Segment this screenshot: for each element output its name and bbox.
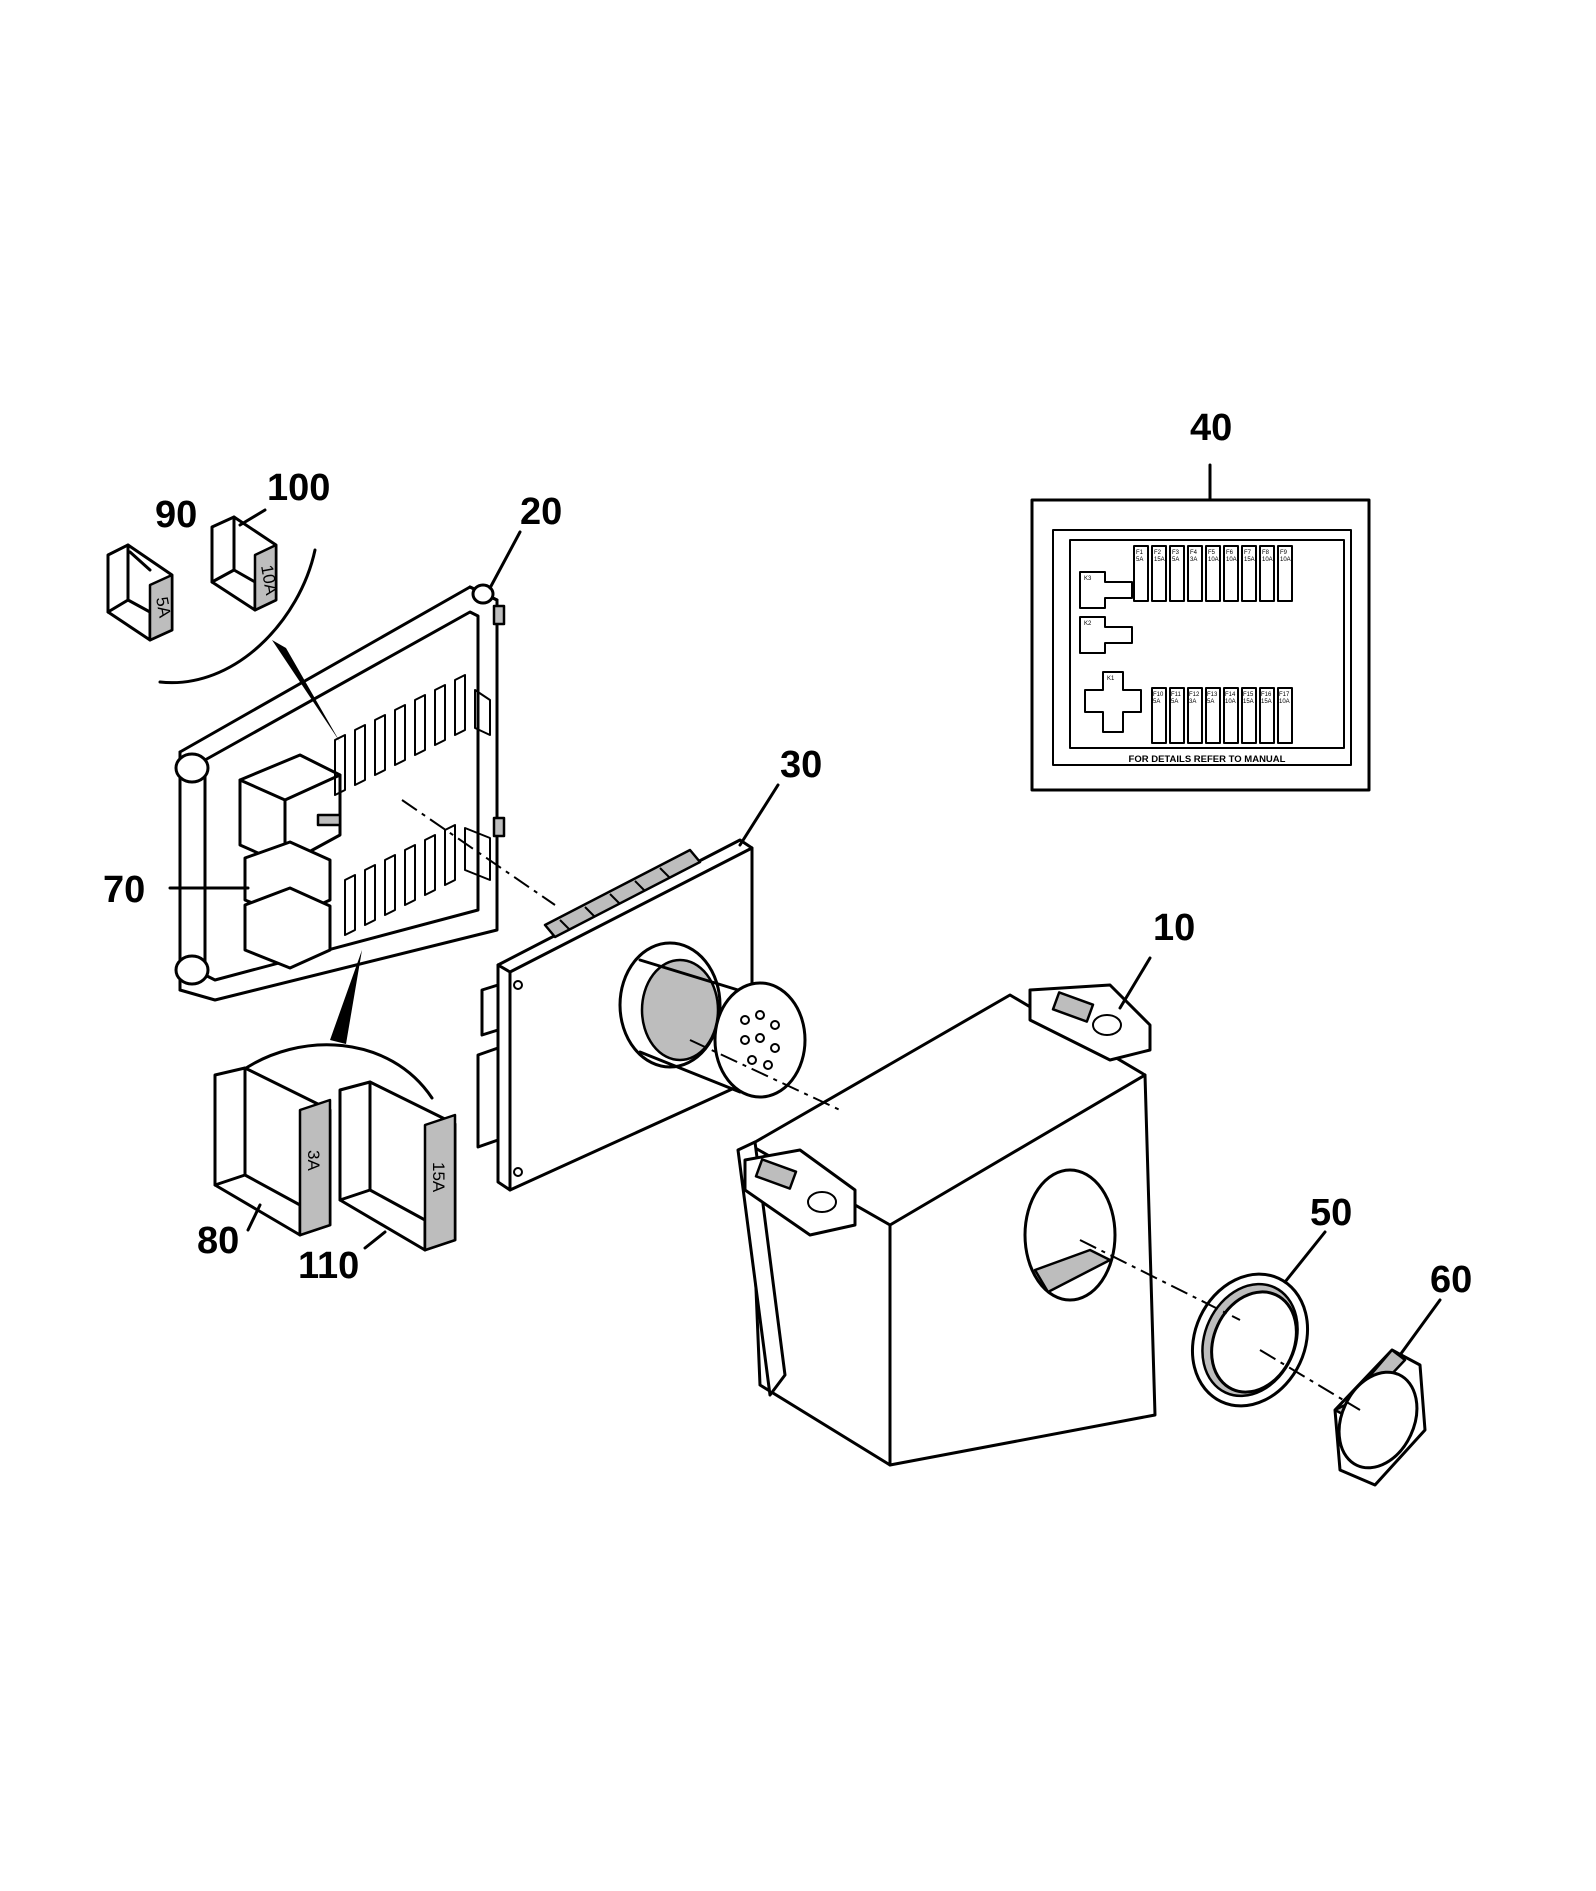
callout-90: 90	[155, 494, 197, 536]
decal-fuse-f7-rating: 15A	[1244, 557, 1255, 563]
seal-ring	[1190, 1272, 1310, 1408]
decal-fuse-f4-rating: 3A	[1190, 557, 1197, 563]
hex-nut	[1333, 1348, 1427, 1487]
assembly-centerline	[401, 799, 1361, 1411]
decal-fuse-f12: F12	[1189, 692, 1200, 698]
decal-label: F1 F2 F3 F4 F5 F6 F7 F8 F9 5A 15A 5A 3A …	[1030, 498, 1371, 792]
decal-fuse-f1-rating: 5A	[1136, 557, 1143, 563]
callout-10: 10	[1153, 907, 1195, 949]
enclosure-box	[736, 983, 1157, 1467]
decal-fuse-f16-rating: 15A	[1261, 699, 1272, 705]
decal-fuse-f5: F5	[1208, 550, 1216, 556]
callout-80: 80	[197, 1220, 239, 1262]
callout-70: 70	[103, 869, 145, 911]
decal-fuse-f14-rating: 10A	[1225, 699, 1236, 705]
circuit-board	[476, 838, 807, 1192]
decal-fuse-f12-rating: 3A	[1189, 699, 1196, 705]
decal-top-fuse-grid: F1 F2 F3 F4 F5 F6 F7 F8 F9 5A 15A 5A 3A …	[1133, 545, 1293, 602]
decal-relay-k1	[1084, 671, 1142, 733]
decal-fuse-f2: F2	[1154, 550, 1162, 556]
callout-40: 40	[1190, 407, 1232, 449]
fuse-100: 10A	[210, 515, 281, 612]
decal-fuse-f6-rating: 10A	[1226, 557, 1237, 563]
fuse-holder-frame	[174, 583, 506, 1002]
decal-relay-k2-label: K2	[1084, 621, 1092, 627]
callout-30: 30	[780, 744, 822, 786]
upper-terminal-row	[334, 674, 491, 796]
decal-fuse-f3: F3	[1172, 550, 1180, 556]
decal-fuse-f7: F7	[1244, 550, 1252, 556]
decal-fuse-f9-rating: 10A	[1280, 557, 1291, 563]
decal-relay-k2	[1079, 616, 1133, 654]
lower-terminal-row	[344, 824, 491, 936]
decal-fuse-f11: F11	[1171, 692, 1182, 698]
pointer-lower	[330, 950, 362, 1044]
callout-20: 20	[520, 491, 562, 533]
pointer-upper	[272, 640, 340, 742]
detail-arc-upper	[158, 548, 317, 685]
fuse-110: 15A	[338, 1080, 457, 1252]
decal-fuse-f13-rating: 5A	[1207, 699, 1214, 705]
fuse-80-rating: 3A	[304, 1150, 323, 1171]
callout-50: 50	[1310, 1192, 1352, 1234]
decal-fuse-f5-rating: 10A	[1208, 557, 1219, 563]
decal-relay-k1-label: K1	[1107, 676, 1115, 682]
decal-fuse-f4: F4	[1190, 550, 1198, 556]
fuse-110-rating: 15A	[429, 1162, 448, 1193]
decal-fuse-f9: F9	[1280, 550, 1288, 556]
decal-fuse-f13: F13	[1207, 692, 1218, 698]
leader-lines	[128, 463, 1442, 1357]
decal-fuse-f15: F15	[1243, 692, 1254, 698]
decal-relay-k3-label: K3	[1084, 576, 1092, 582]
decal-fuse-f16: F16	[1261, 692, 1272, 698]
decal-footer-text: FOR DETAILS REFER TO MANUAL	[1129, 754, 1286, 765]
decal-fuse-f8: F8	[1262, 550, 1270, 556]
callout-60: 60	[1430, 1259, 1472, 1301]
decal-bottom-fuse-grid: F10 F11 F12 F13 F14 F15 F16 F17 5A 5A 3A…	[1151, 687, 1293, 744]
decal-fuse-f11-rating: 5A	[1171, 699, 1178, 705]
decal-fuse-f3-rating: 5A	[1172, 557, 1179, 563]
decal-relay-k3	[1079, 571, 1133, 609]
decal-fuse-f2-rating: 15A	[1154, 557, 1165, 563]
fuse-80: 3A	[213, 1066, 332, 1237]
decal-fuse-f17: F17	[1279, 692, 1290, 698]
callout-110: 110	[298, 1245, 359, 1287]
connector-pins	[740, 1010, 780, 1070]
decal-fuse-f14: F14	[1225, 692, 1236, 698]
callout-100: 100	[267, 467, 330, 509]
fuse-90-rating: 5A	[152, 595, 174, 619]
fuse-90: 5A	[106, 543, 174, 642]
decal-fuse-f6: F6	[1226, 550, 1234, 556]
decal-fuse-f15-rating: 15A	[1243, 699, 1254, 705]
detail-arc-lower	[238, 1043, 434, 1100]
decal-fuse-f17-rating: 10A	[1279, 699, 1290, 705]
decal-fuse-f10: F10	[1153, 692, 1164, 698]
decal-fuse-f8-rating: 10A	[1262, 557, 1273, 563]
decal-fuse-f10-rating: 5A	[1153, 699, 1160, 705]
decal-fuse-f1: F1	[1136, 550, 1144, 556]
